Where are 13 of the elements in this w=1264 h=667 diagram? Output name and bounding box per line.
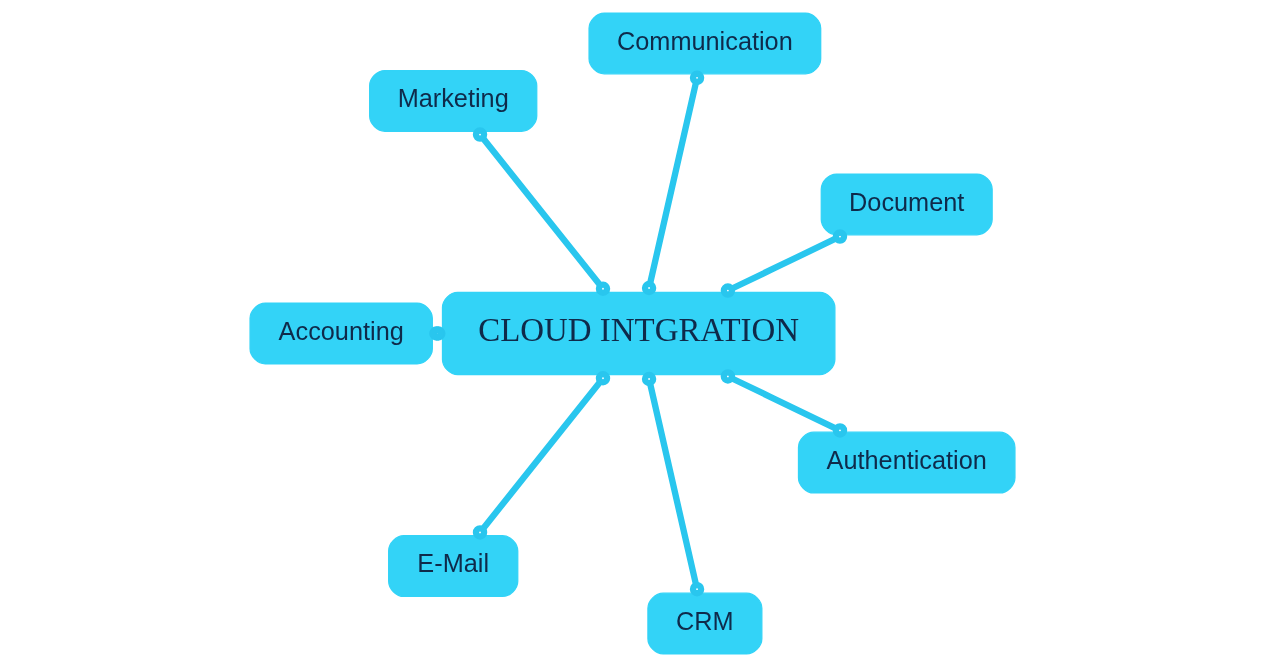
connector bbox=[720, 229, 847, 298]
node-box: Document bbox=[820, 173, 993, 236]
connector bbox=[472, 127, 610, 296]
connector bbox=[641, 70, 704, 296]
node-box: Authentication bbox=[797, 431, 1016, 494]
node-box: CLOUD INTGRATION bbox=[441, 291, 835, 376]
node-box: Communication bbox=[587, 12, 821, 75]
connector bbox=[472, 371, 610, 540]
node-box: CRM bbox=[646, 592, 762, 655]
connector bbox=[720, 369, 847, 438]
node-box: Marketing bbox=[368, 69, 537, 132]
node-box: E-Mail bbox=[387, 535, 518, 598]
connector bbox=[641, 371, 704, 597]
